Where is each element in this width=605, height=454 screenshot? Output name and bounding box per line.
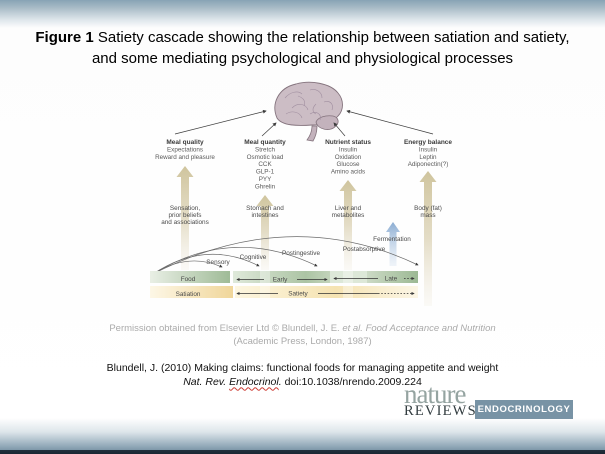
mid-bar-segment bbox=[330, 271, 367, 283]
column-header: Energy balance bbox=[404, 139, 452, 146]
satiety-cascade-diagram: Meal quality Expectations Reward and ple… bbox=[150, 81, 452, 306]
source-line: prior beliefs bbox=[168, 212, 201, 219]
mediator: Adiponectin(?) bbox=[408, 161, 449, 168]
fermentation-arrow bbox=[386, 222, 400, 266]
permission-source-italic: et al. Food Acceptance and Nutrition bbox=[342, 323, 496, 334]
figure-title-text: Satiety cascade showing the relationship… bbox=[91, 29, 570, 67]
satiety-bar-segment bbox=[235, 286, 418, 298]
source-line: Body (fat) bbox=[414, 205, 442, 212]
figure-title-prefix: Figure 1 bbox=[35, 29, 94, 46]
journal-name: ENDOCRINOLOGY bbox=[477, 404, 571, 415]
timeline-bars: Food Early Late Satiation Satiety bbox=[150, 271, 418, 298]
mediator: Insulin bbox=[339, 146, 358, 153]
column-band-overlay bbox=[343, 271, 353, 298]
mediator: Osmotic load bbox=[247, 154, 284, 161]
column-nutrient-status: Nutrient status Insulin Oxidation Glucos… bbox=[325, 139, 371, 219]
brain-illustration bbox=[274, 81, 343, 142]
upward-pathway-arrows bbox=[176, 166, 437, 306]
column-energy-balance: Energy balance Insulin Leptin Adiponecti… bbox=[404, 139, 452, 219]
meal-quantity-arrow bbox=[256, 195, 274, 270]
satiety-label: Satiety bbox=[288, 291, 308, 298]
citation-journal: Nat. Rev. bbox=[183, 375, 227, 388]
column-header: Meal quality bbox=[166, 139, 204, 146]
column-band-overlay bbox=[260, 271, 270, 298]
citation: Blundell, J. (2010) Making claims: funct… bbox=[20, 362, 585, 389]
mediator: Glucose bbox=[336, 161, 360, 168]
satiation-bar-segment bbox=[150, 286, 233, 298]
column-meal-quantity: Meal quantity Stretch Osmotic load CCK G… bbox=[244, 139, 286, 219]
mediator: CCK bbox=[258, 161, 272, 168]
late-label: Late bbox=[385, 276, 398, 283]
mediator: Ghrelin bbox=[255, 183, 276, 190]
late-bar-segment bbox=[367, 271, 418, 283]
nutrient-status-arrow bbox=[339, 180, 357, 270]
energy-balance-arrow bbox=[419, 171, 437, 306]
permission-publisher: (Academic Press, London, 1987) bbox=[233, 335, 372, 347]
meal-quality-arrow bbox=[176, 166, 194, 270]
signals-to-brain-arrows bbox=[174, 109, 434, 137]
early-label: Early bbox=[273, 277, 288, 284]
mediator: GLP-1 bbox=[256, 169, 275, 176]
source-line: and associations bbox=[161, 219, 209, 226]
journal-name-box: ENDOCRINOLOGY bbox=[475, 400, 573, 419]
source-line: Sensation, bbox=[170, 205, 200, 212]
permission-text: Permission obtained from Elsevier Ltd © … bbox=[109, 323, 340, 334]
phase-label: Postingestive bbox=[282, 250, 320, 257]
satiation-label: Satiation bbox=[176, 291, 201, 298]
brain-stem bbox=[306, 125, 318, 142]
mediator: Leptin bbox=[419, 154, 437, 161]
fermentation-label: Fermentation bbox=[373, 236, 411, 243]
timeline-labels: Food Early Late Satiation Satiety bbox=[176, 276, 398, 299]
permission-note: Permission obtained from Elsevier Ltd © … bbox=[20, 323, 585, 348]
food-label: Food bbox=[181, 276, 196, 283]
fermentation-group: Fermentation bbox=[373, 222, 411, 266]
source-line: metabolites bbox=[332, 212, 365, 219]
column-meal-quality: Meal quality Expectations Reward and ple… bbox=[155, 139, 215, 226]
phase-arcs bbox=[152, 236, 419, 275]
source-line: mass bbox=[420, 212, 435, 219]
mediator: Amino acids bbox=[331, 169, 365, 176]
phase-label: Cognitive bbox=[240, 254, 267, 261]
early-bar-segment bbox=[233, 271, 330, 283]
food-bar-segment bbox=[150, 271, 230, 283]
timeline-span-arrows bbox=[236, 276, 415, 296]
mediator: Expectations bbox=[167, 146, 203, 153]
phase-label: Postabsorptive bbox=[343, 246, 386, 253]
column-header: Meal quantity bbox=[244, 139, 286, 146]
citation-journal-period: . bbox=[278, 375, 282, 388]
reviews-wordmark: REVIEWS bbox=[404, 403, 477, 419]
brain-cerebellum bbox=[315, 115, 339, 130]
citation-line1: Blundell, J. (2010) Making claims: funct… bbox=[106, 362, 499, 374]
source-line: Liver and bbox=[335, 205, 362, 212]
phase-labels: Sensory Cognitive Postingestive Postabso… bbox=[206, 246, 385, 266]
mediator: Stretch bbox=[255, 146, 275, 153]
nature-reviews-logo: nature REVIEWS ENDOCRINOLOGY bbox=[402, 379, 580, 426]
figure-title: Figure 1 Satiety cascade showing the rel… bbox=[28, 27, 577, 69]
source-line: intestines bbox=[252, 212, 279, 219]
nature-wordmark: nature bbox=[404, 379, 466, 409]
mediator: Reward and pleasure bbox=[155, 154, 215, 161]
phase-label: Sensory bbox=[206, 259, 230, 266]
source-line: Stomach and bbox=[246, 205, 284, 212]
mediator: Insulin bbox=[419, 146, 438, 153]
brain-gyri bbox=[284, 89, 333, 121]
column-header: Nutrient status bbox=[325, 139, 371, 146]
mediator: Oxidation bbox=[335, 154, 362, 161]
citation-doi: doi:10.1038/nrendo.2009.224 bbox=[284, 375, 422, 388]
citation-journal-word: Endocrinol bbox=[229, 375, 279, 388]
mediator: PYY bbox=[259, 176, 272, 183]
